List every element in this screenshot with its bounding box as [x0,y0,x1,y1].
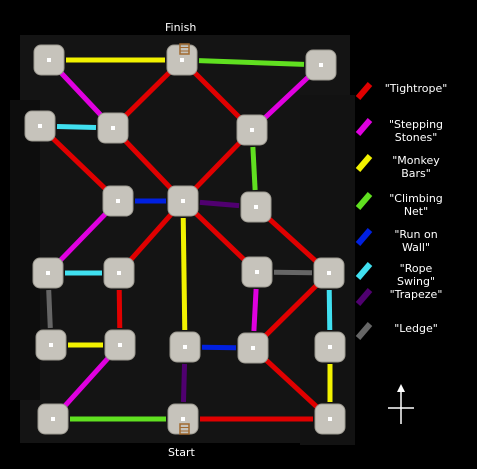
legend [355,82,373,340]
connection-run-on-wall [201,344,237,351]
connection-rope-swing [56,123,97,131]
compass-icon [388,384,414,424]
legend-swatch [355,118,373,136]
connection-climbing-net [198,58,305,67]
platform-marker [46,271,50,275]
start-label: Start [168,446,195,459]
platform-marker [38,124,42,128]
connection-trapeze [180,363,188,403]
platforms [24,44,346,435]
connection-stepping-stones [262,74,311,121]
finish-label: Finish [165,21,197,34]
platform-marker [111,126,115,130]
connection-tightrope [50,135,108,192]
obstacle-connections [46,57,333,422]
legend-label: "Stepping Stones" [388,118,444,144]
connection-rope-swing [326,289,333,331]
platform-marker [181,199,185,203]
legend-label: "Trapeze" [389,288,443,301]
connection-tightrope [122,138,174,191]
connection-climbing-net [250,146,258,191]
finish-ladder-icon [179,43,190,55]
connection-ledge [46,289,53,329]
platform-marker [327,271,331,275]
platform-marker [251,346,255,350]
platform-marker [255,270,259,274]
connection-stepping-stones [58,70,104,118]
platform-marker [180,58,184,62]
legend-swatch [355,288,373,306]
connection-stepping-stones [251,288,259,332]
platform-marker [254,205,258,209]
connection-tightrope [263,283,319,338]
platform-marker [181,417,185,421]
connection-tightrope [123,70,172,118]
legend-swatch [355,322,373,340]
platform-marker [117,271,121,275]
legend-label: "Ledge" [394,322,438,335]
platform-marker [328,417,332,421]
connection-tightrope [266,216,319,264]
connection-tightrope [128,212,174,262]
connection-trapeze [199,199,240,209]
legend-label: "Rope Swing" [396,262,436,288]
connection-stepping-stones [58,211,108,263]
connection-ledge [273,269,313,276]
platform-marker [183,345,187,349]
connection-tightrope [193,210,247,263]
legend-swatch [355,192,373,210]
connection-tightrope [116,289,123,329]
connection-monkey-bars [180,217,188,331]
legend-label: "Monkey Bars" [392,154,440,180]
legend-label: "Tightrope" [384,82,448,95]
platform-marker [250,128,254,132]
legend-swatch [355,154,373,172]
connection-tightrope [192,70,242,120]
platform-marker [116,199,120,203]
connection-stepping-stones [62,355,111,409]
legend-swatch [355,82,373,100]
start-ladder-icon [179,423,190,435]
platform-marker [47,58,51,62]
platform-marker [118,343,122,347]
legend-label: "Run on Wall" [394,228,438,254]
connection-tightrope [193,140,242,191]
legend-label: "Climbing Net" [389,192,443,218]
platform-marker [328,345,332,349]
platform-marker [319,63,323,67]
platform-marker [51,417,55,421]
connection-tightrope [263,357,320,410]
legend-swatch [355,262,373,280]
platform-marker [49,343,53,347]
legend-swatch [355,228,373,246]
